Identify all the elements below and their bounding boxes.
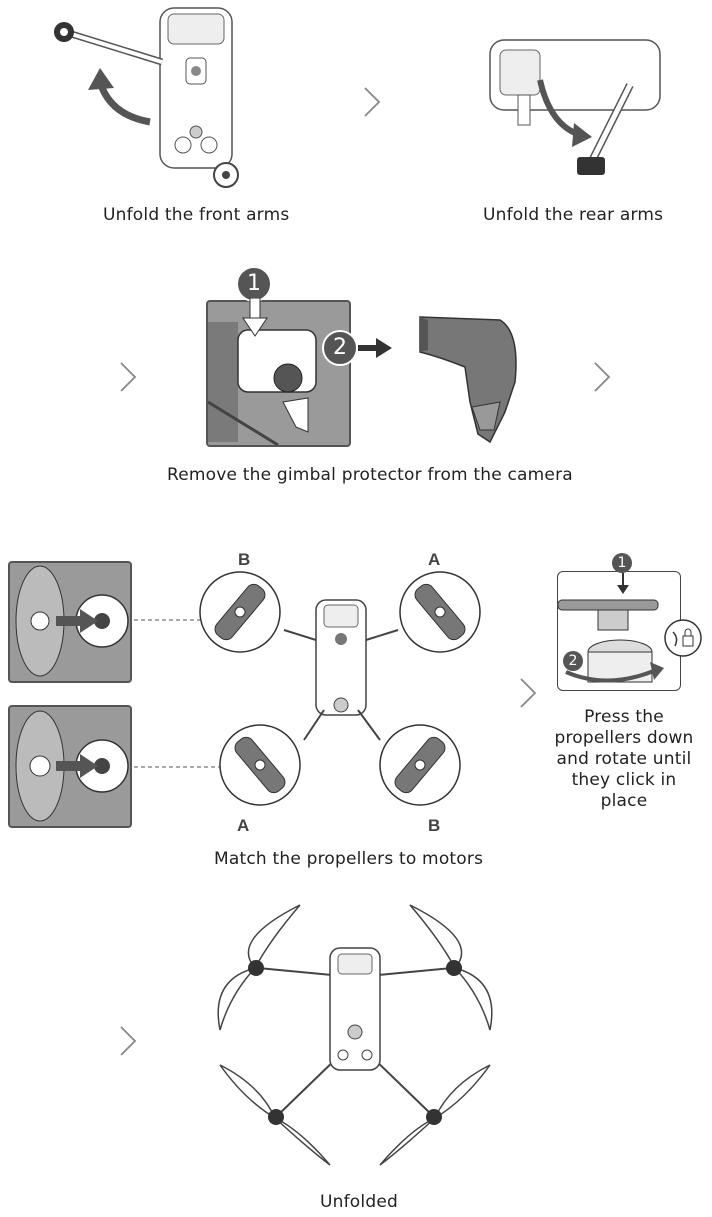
chevron-right-icon	[117, 360, 139, 394]
caption-gimbal: Remove the gimbal protector from the cam…	[167, 465, 573, 485]
motor-closeup-top	[8, 561, 132, 683]
step-marker-one: 1	[236, 266, 272, 302]
step-marker-two: 2	[322, 330, 358, 366]
right-arrow-icon	[358, 338, 392, 358]
caption-front-arms: Unfold the front arms	[103, 205, 290, 225]
front-arms-illustration	[40, 0, 260, 195]
press-marker-two: 2	[563, 651, 583, 671]
propeller-label-top-right: A	[428, 550, 441, 569]
rear-arms-illustration	[480, 25, 680, 195]
propeller-label-bottom-left: A	[237, 816, 250, 835]
caption-unfolded: Unfolded	[320, 1192, 398, 1212]
chevron-right-icon	[361, 85, 383, 119]
chevron-right-icon	[517, 676, 539, 710]
propeller-label-bottom-right: B	[428, 816, 441, 835]
chevron-right-icon	[117, 1024, 139, 1058]
caption-press: Press the propellers down and rotate unt…	[554, 707, 694, 811]
caption-match: Match the propellers to motors	[214, 849, 484, 869]
propeller-label-top-left: B	[238, 550, 251, 569]
unfolded-drone-illustration	[200, 900, 510, 1170]
gimbal-camera-panel	[206, 300, 351, 447]
down-arrow-icon	[617, 573, 629, 595]
motor-closeup-bottom	[8, 705, 132, 828]
caption-rear-arms: Unfold the rear arms	[483, 205, 664, 225]
press-rotate-panel	[557, 571, 681, 691]
down-arrow-icon	[240, 298, 270, 338]
chevron-right-icon	[591, 360, 613, 394]
press-marker-one: 1	[612, 553, 632, 573]
propeller-diagram	[134, 550, 514, 830]
gimbal-protector-illustration	[410, 312, 530, 447]
lock-icon	[663, 618, 703, 658]
